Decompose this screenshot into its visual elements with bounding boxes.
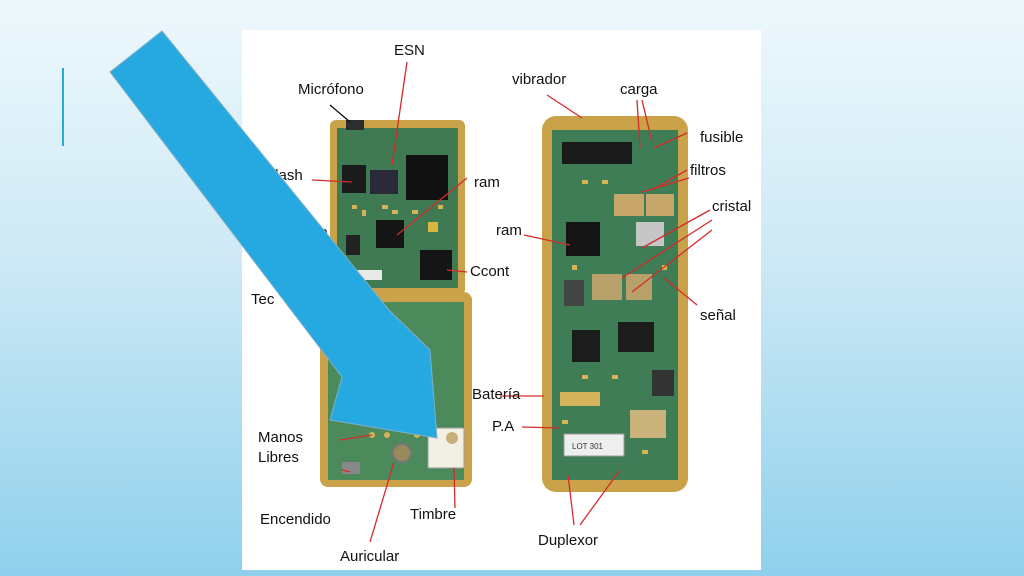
slide-accent-bar (62, 68, 64, 146)
label-ccont: Ccont (470, 263, 510, 280)
label-ram-left: ram (474, 174, 500, 191)
label-encendido: Encendido (260, 511, 331, 528)
label-senal: señal (700, 307, 736, 324)
label-teclado-partial: do (311, 224, 328, 241)
circuit-board-photo: LOT 301 (242, 30, 761, 570)
label-pa: P.A (492, 418, 515, 435)
microfono-pointer (329, 104, 351, 123)
right-circuit-board: LOT 301 (542, 116, 688, 492)
label-auricular: Auricular (340, 548, 400, 565)
label-filtros: filtros (690, 162, 726, 179)
label-carga: carga (620, 81, 658, 98)
label-fusible: fusible (700, 129, 744, 146)
label-manos: Manos (258, 429, 304, 446)
label-vibrador: vibrador (512, 71, 567, 88)
label-libres: Libres (258, 449, 299, 466)
label-ram-right: ram (496, 222, 522, 239)
board-illustration: LOT 301 (311, 61, 713, 543)
left-circuit-board (320, 120, 472, 487)
chip-label: LOT 301 (572, 442, 604, 451)
label-duplexor: Duplexor (538, 532, 599, 549)
label-bateria: Batería (472, 386, 521, 403)
label-tec: Tec (251, 291, 275, 308)
label-flash: Flash (266, 167, 303, 184)
label-timbre: Timbre (410, 506, 457, 523)
label-microfono: Micrófono (298, 81, 364, 98)
label-esn: ESN (394, 42, 425, 59)
label-cristal: cristal (712, 198, 752, 215)
